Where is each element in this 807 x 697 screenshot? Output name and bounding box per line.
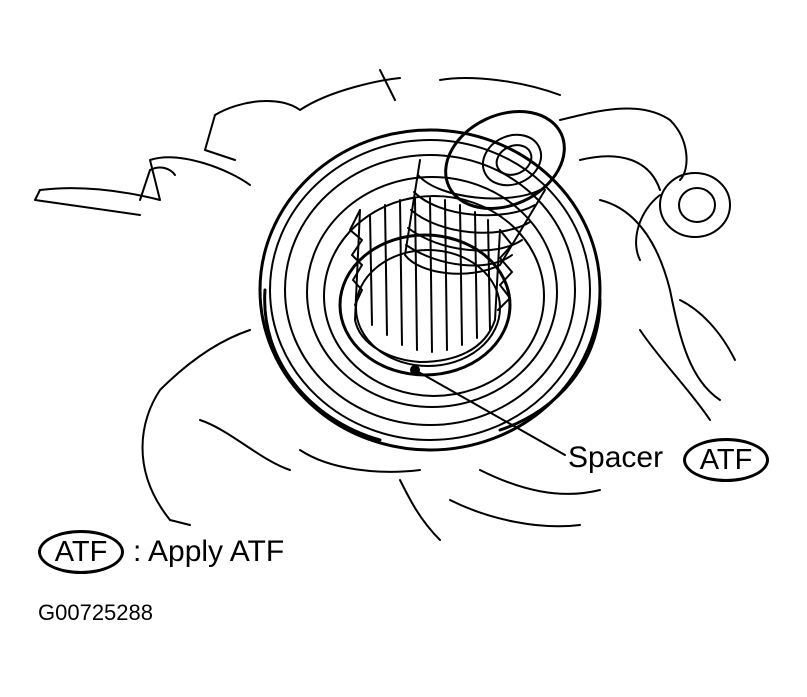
outer-rings	[258, 128, 602, 452]
legend-atf-badge-text: ATF	[54, 535, 108, 568]
housing-outline	[34, 69, 736, 526]
splined-shaft	[349, 197, 513, 363]
spacer-atf-badge: ATF	[683, 438, 769, 482]
legend-text: : Apply ATF	[133, 535, 285, 568]
threaded-shaft-end	[404, 110, 566, 275]
spacer-leader	[410, 365, 566, 456]
lower-contours	[299, 449, 601, 541]
legend-atf-badge: ATF	[38, 530, 124, 574]
spacer-atf-badge-text: ATF	[699, 443, 753, 476]
figure-id: G00725288	[38, 600, 153, 625]
spacer-label: Spacer	[568, 441, 664, 474]
mounting-boss	[635, 172, 731, 261]
